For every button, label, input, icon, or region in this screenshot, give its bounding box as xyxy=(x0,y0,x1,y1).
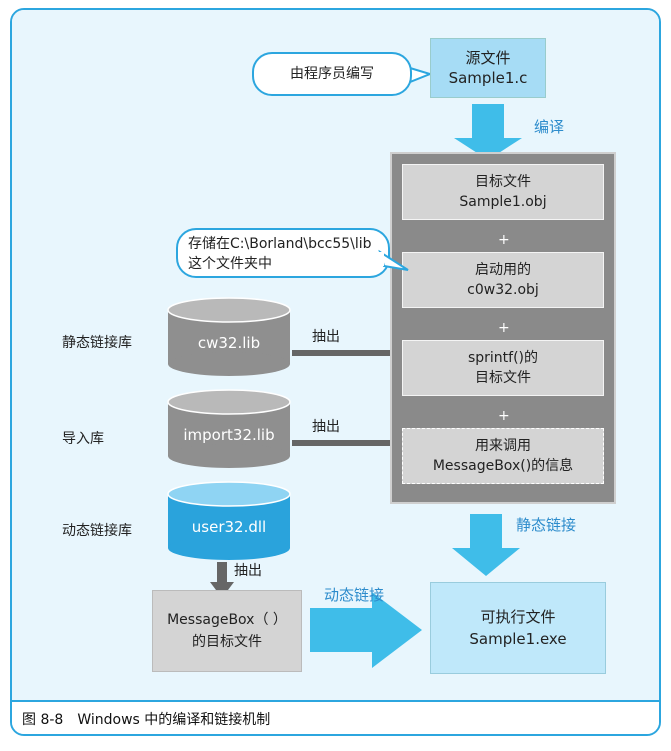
obj-box-sprintf: sprintf()的 目标文件 xyxy=(402,340,604,396)
dynamic-link-arrow xyxy=(310,592,422,668)
obj-box-line2: 目标文件 xyxy=(475,370,531,386)
executable-box: 可执行文件 Sample1.exe xyxy=(430,582,606,674)
caption-bar: 图 8-8 Windows 中的编译和链接机制 xyxy=(12,700,659,734)
plus-sign-2: + xyxy=(498,320,510,336)
dynamic-link-label: 动态链接 xyxy=(324,586,385,604)
obj-box-line1: 启动用的 xyxy=(475,262,531,278)
bubble-lib-path: 存储在C:\Borland\bcc55\lib 这个文件夹中 xyxy=(176,228,390,278)
extract-label-import32: 抽出 xyxy=(312,419,340,435)
diagram-graphics xyxy=(167,66,522,668)
messagebox-obj-box: MessageBox（ ） 的目标文件 xyxy=(152,590,302,672)
compile-label: 编译 xyxy=(534,118,565,136)
compile-arrow xyxy=(454,104,522,160)
cylinder-cw32 xyxy=(167,297,291,376)
executable-line2: Sample1.exe xyxy=(469,630,567,648)
obj-box-line1: 目标文件 xyxy=(475,174,531,190)
diagram-canvas: 由程序员编写 源文件 Sample1.c 编译 目标文件 Sample1.obj… xyxy=(12,10,659,700)
extract-label-cw32: 抽出 xyxy=(312,329,340,345)
source-file-line1: 源文件 xyxy=(465,49,511,67)
source-file-line2: Sample1.c xyxy=(448,69,528,87)
obj-box-c0w32: 启动用的 c0w32.obj xyxy=(402,252,604,308)
figure-frame: 由程序员编写 源文件 Sample1.c 编译 目标文件 Sample1.obj… xyxy=(10,8,661,736)
obj-box-line1: sprintf()的 xyxy=(467,350,539,366)
cylinder-label-user32: user32.dll xyxy=(191,518,267,536)
messagebox-line2: 的目标文件 xyxy=(192,634,262,650)
bubble-tail-path xyxy=(378,249,409,271)
bubble-lib-path-line2: 这个文件夹中 xyxy=(188,256,272,272)
category-dynamic-lib: 动态链接库 xyxy=(62,523,132,539)
bubble-lib-path-line1: 存储在C:\Borland\bcc55\lib xyxy=(188,236,372,252)
static-link-arrow xyxy=(452,514,520,576)
cylinder-label-cw32: cw32.lib xyxy=(197,334,261,352)
executable-line1: 可执行文件 xyxy=(480,608,556,626)
obj-box-line2: MessageBox()的信息 xyxy=(432,458,574,474)
category-import-lib: 导入库 xyxy=(62,431,104,447)
obj-box-line2: c0w32.obj xyxy=(467,282,539,298)
cylinder-user32 xyxy=(167,481,291,560)
extract-label-user32: 抽出 xyxy=(234,563,262,579)
cylinder-label-import32: import32.lib xyxy=(183,426,275,444)
obj-box-line2: Sample1.obj xyxy=(459,194,547,210)
plus-sign-1: + xyxy=(498,232,510,248)
static-link-label: 静态链接 xyxy=(516,516,577,534)
bubble-writer: 由程序员编写 xyxy=(252,52,412,96)
plus-sign-3: + xyxy=(498,408,510,424)
category-static-lib: 静态链接库 xyxy=(62,335,132,351)
obj-box-sample1: 目标文件 Sample1.obj xyxy=(402,164,604,220)
figure-caption: 图 8-8 Windows 中的编译和链接机制 xyxy=(22,712,271,728)
source-file-box: 源文件 Sample1.c xyxy=(430,38,546,98)
messagebox-line1: MessageBox（ ） xyxy=(167,612,287,628)
bubble-writer-text: 由程序员编写 xyxy=(290,66,374,82)
import-info-box: 用来调用 MessageBox()的信息 xyxy=(402,428,604,484)
cylinder-import32 xyxy=(167,389,291,468)
obj-box-line1: 用来调用 xyxy=(475,438,531,454)
